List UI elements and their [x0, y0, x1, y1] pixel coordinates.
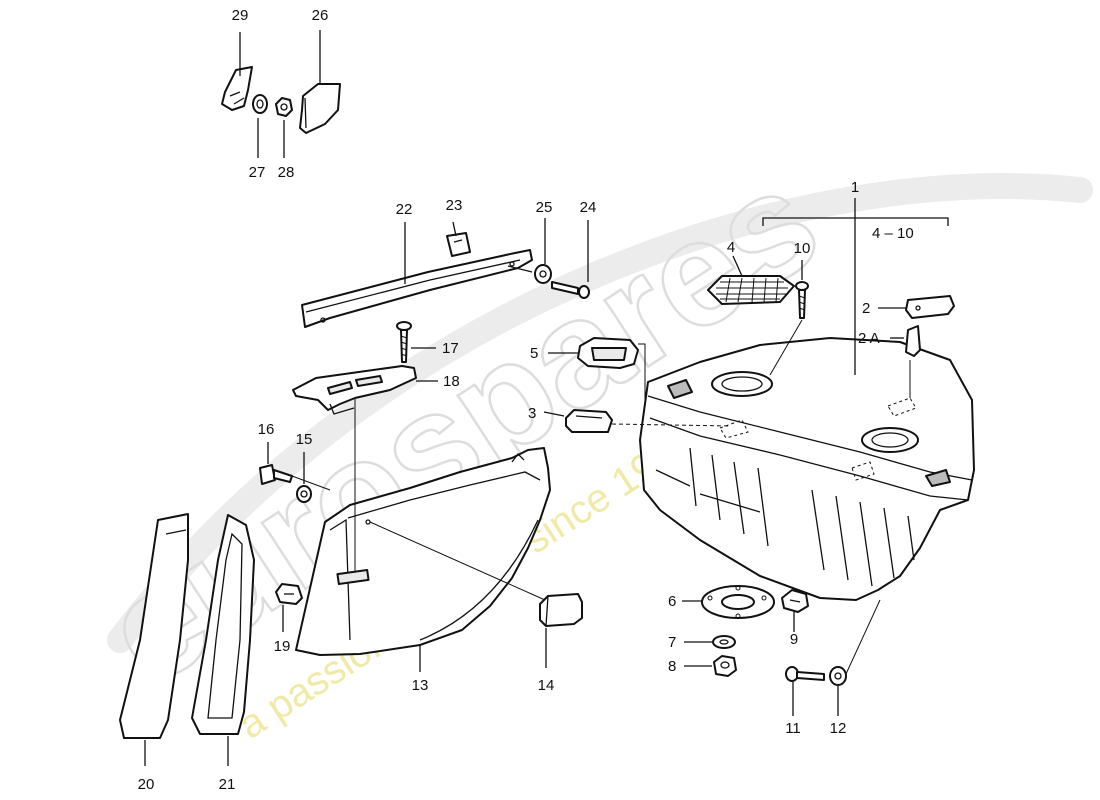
callout-17: 17 [442, 340, 459, 357]
part-25-washer [534, 264, 552, 284]
part-15-washer [296, 485, 312, 503]
callout-22: 22 [396, 201, 413, 218]
part-22-trim-rail [301, 249, 533, 328]
part-2-cover-tab [905, 295, 955, 319]
callout-2a: 2 A [858, 330, 880, 347]
part-12-washer [829, 666, 847, 686]
part-8-nut [713, 655, 737, 677]
part-7-washer [712, 635, 736, 649]
part-1-rear-shelf [639, 337, 975, 601]
callout-19: 19 [274, 638, 291, 655]
callout-1: 1 [851, 179, 859, 196]
callout-13: 13 [412, 677, 429, 694]
part-29-bracket [221, 66, 253, 111]
callout-14: 14 [538, 677, 555, 694]
part-19-clip [275, 583, 303, 605]
callout-3: 3 [528, 405, 536, 422]
part-2a-plug [905, 325, 921, 398]
callout-5: 5 [530, 345, 538, 362]
watermark-swoosh [107, 173, 1093, 653]
part-28-nut [275, 97, 293, 117]
part-9-clip [781, 589, 809, 613]
part-23-clip [446, 232, 471, 257]
part-18-bracket [292, 365, 417, 415]
callout-6: 6 [668, 593, 676, 610]
callout-7: 7 [668, 634, 676, 651]
part-26-cover-flap [299, 83, 341, 134]
callout-21: 21 [219, 776, 236, 793]
callout-24: 24 [580, 199, 597, 216]
callout-4: 4 [727, 239, 735, 256]
callout-8: 8 [668, 658, 676, 675]
callout-11: 11 [785, 720, 801, 737]
callout-29: 29 [232, 7, 249, 24]
part-11-screw [785, 666, 825, 682]
callout-12: 12 [830, 720, 847, 737]
part-6-speaker-ring [701, 585, 775, 619]
part-14-cap [539, 593, 583, 627]
part-5-handle-pocket [577, 337, 639, 369]
callout-23: 23 [446, 197, 463, 214]
callout-28: 28 [278, 164, 295, 181]
part-10-screw [795, 281, 809, 319]
callout-25: 25 [536, 199, 553, 216]
part-16-bolt [259, 464, 293, 485]
callout-27: 27 [249, 164, 266, 181]
callout-16: 16 [258, 421, 275, 438]
callout-26: 26 [312, 7, 329, 24]
callout-15: 15 [296, 431, 313, 448]
callout-10: 10 [794, 240, 811, 257]
part-21-seal-frame [191, 514, 255, 735]
part-3-lamp-cover [565, 409, 613, 433]
part-24-screw [551, 281, 590, 299]
part-4-speaker-grille [707, 275, 795, 305]
part-27-washer [252, 94, 268, 114]
callout-9: 9 [790, 631, 798, 648]
callout-2: 2 [862, 300, 870, 317]
callout-18: 18 [443, 373, 460, 390]
callout-20: 20 [138, 776, 155, 793]
part-17-screw [396, 321, 412, 363]
callout-4-10: 4 – 10 [872, 225, 914, 242]
part-20-pillar-trim [119, 513, 189, 739]
